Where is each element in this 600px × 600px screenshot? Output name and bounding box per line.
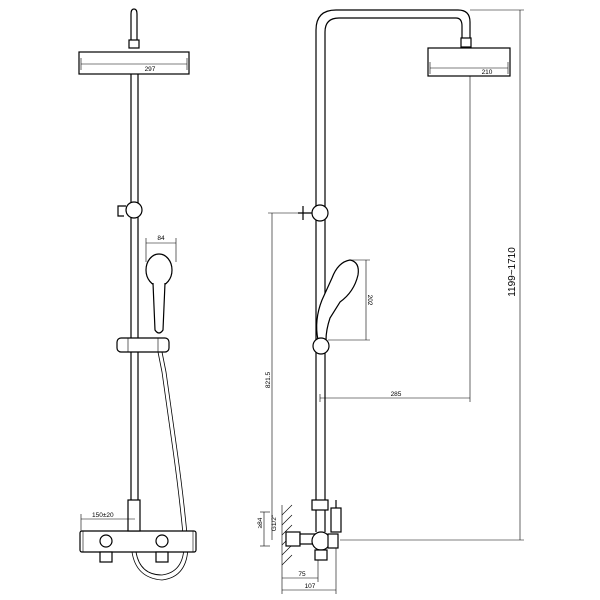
- front-head-connector: [128, 39, 140, 49]
- side-handshower: [316, 259, 359, 341]
- side-arm-reach-label: 285: [391, 391, 402, 398]
- front-handshower-width-label: 84: [157, 235, 165, 242]
- front-mixer-knob-left: [99, 534, 113, 548]
- front-riser-top-hook: [130, 8, 138, 48]
- front-handshower-head: [145, 253, 173, 287]
- side-inlet-height-label: ≥84: [257, 517, 264, 528]
- side-handshower-length-label: 202: [366, 295, 373, 306]
- front-diverter-knob: [125, 201, 143, 219]
- side-slider-knob: [312, 337, 330, 355]
- side-diverter: [330, 507, 342, 533]
- front-mixer-knob-right: [155, 534, 169, 548]
- front-view: 297 84 150±20: [78, 8, 197, 581]
- side-thread-label: G1/2": [271, 514, 278, 531]
- front-handshower-handle: [152, 282, 166, 334]
- side-wall-offset-label: 75: [298, 571, 306, 578]
- front-inlet-spacing-label: 150±20: [92, 512, 114, 519]
- side-depth-label: 107: [305, 583, 316, 590]
- side-overall-height-label: 1199~1710: [507, 247, 518, 297]
- front-slider-bracket: [116, 337, 170, 353]
- side-slide-height-label: 821.5: [265, 371, 272, 388]
- side-head-width-label: 210: [482, 69, 493, 76]
- side-holder-knob: [311, 204, 329, 222]
- side-view: 210 202 285 821.5 1199~1710: [257, 9, 524, 594]
- front-mixer-body: [79, 530, 197, 553]
- side-shower-head: [427, 47, 511, 77]
- side-mixer-valve: [311, 531, 331, 551]
- front-head-width-label: 297: [145, 66, 156, 73]
- side-riser-arm: [315, 9, 471, 505]
- side-wall-inlet: [285, 531, 301, 547]
- front-shower-head: [78, 51, 190, 75]
